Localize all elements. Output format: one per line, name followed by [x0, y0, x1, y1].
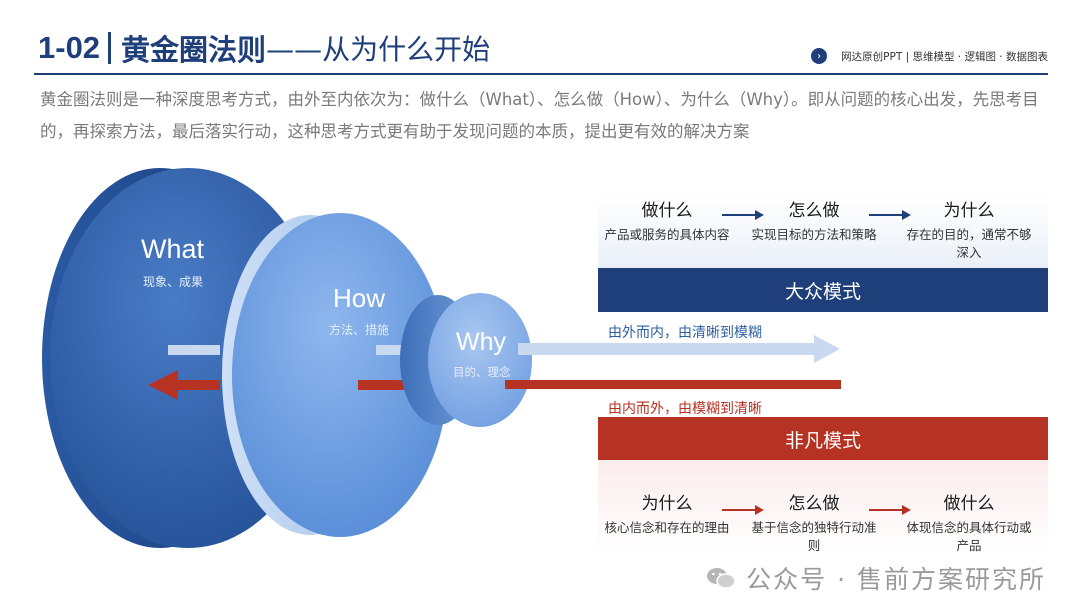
mass-step-2-title: 怎么做 [788, 201, 840, 221]
outside-in-arrow-head-shape [814, 335, 840, 363]
header-brand: › 网达原创PPT | 思维模型 · 逻辑图 · 数据图表 [811, 48, 1048, 64]
header-rule [34, 73, 1048, 75]
inside-out-arrow-left-shaft [175, 380, 220, 390]
arrow-right-icon [869, 210, 911, 220]
mass-step-3-desc: 存在的目的，通常不够深入 [906, 227, 1032, 260]
how-sublabel: 方法、措施 [329, 323, 390, 337]
title-subtitle: ——从为什么开始 [266, 33, 491, 66]
mass-step-3-title: 为什么 [943, 201, 995, 221]
arrow-right-icon [869, 505, 911, 515]
mass-step-1-title: 做什么 [641, 201, 693, 221]
watermark: 公众号 · 售前方案研究所 [706, 560, 1046, 596]
extra-mode-bar: 非凡模式 [598, 417, 1048, 461]
wechat-icon [707, 568, 736, 589]
title-main: 黄金圈法则 [121, 33, 267, 67]
inside-out-label: 由内而外，由模糊到清晰 [608, 401, 762, 417]
chevron-right-icon: › [811, 48, 828, 64]
why-label: Why [456, 328, 506, 356]
inside-out-arrow-head [148, 370, 178, 400]
title-divider [108, 32, 112, 64]
page-title: 1-02 黄金圈法则 ——从为什么开始 [38, 26, 490, 70]
arrow-right-icon [722, 210, 764, 220]
extra-step-3-title: 做什么 [943, 494, 995, 514]
inside-out-arrow-right-shaft [505, 380, 841, 389]
extra-step-2-title: 怎么做 [788, 494, 840, 514]
arrow-right-icon [722, 505, 764, 515]
extra-step-3-desc: 体现信念的具体行动或产品 [906, 520, 1032, 553]
golden-circle-diagram [42, 168, 841, 548]
what-sublabel: 现象、成果 [143, 275, 204, 289]
outside-in-arrow-tail [168, 345, 220, 355]
mass-step-1-desc: 产品或服务的具体内容 [604, 227, 730, 242]
outside-in-label: 由外而内，由清晰到模糊 [608, 325, 762, 341]
how-disk-face [232, 213, 448, 537]
intro-paragraph: 黄金圈法则是一种深度思考方式，由外至内依次为：做什么（What）、怎么做（How… [40, 90, 1039, 141]
extra-step-1-title: 为什么 [641, 494, 693, 514]
extra-step-1-desc: 核心信念和存在的理由 [604, 520, 730, 535]
why-sublabel: 目的、理念 [453, 365, 511, 379]
mass-mode-panel [598, 196, 1048, 268]
extra-mode-panel [598, 460, 1048, 555]
outside-in-arrow-mid [376, 345, 408, 355]
outside-in-arrow-shaft [518, 343, 818, 355]
what-label: What [141, 234, 205, 264]
brand-text: 网达原创PPT | 思维模型 · 逻辑图 · 数据图表 [841, 50, 1048, 63]
mass-step-2-desc: 实现目标的方法和策略 [751, 227, 877, 242]
section-number: 1-02 [38, 30, 101, 65]
watermark-text: 公众号 · 售前方案研究所 [746, 565, 1046, 594]
inside-out-arrow-mid [358, 380, 408, 390]
mass-mode-bar: 大众模式 [598, 268, 1048, 312]
how-label: How [333, 283, 386, 313]
extra-step-2-desc: 基于信念的独特行动准则 [751, 520, 877, 553]
why-disk-face [428, 293, 532, 427]
